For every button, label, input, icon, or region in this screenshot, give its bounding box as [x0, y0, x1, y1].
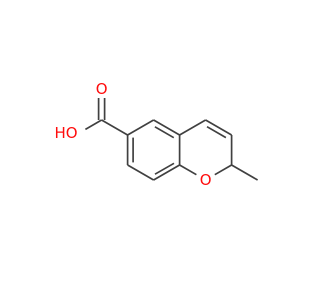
pyran-ring — [179, 119, 259, 181]
bond — [127, 119, 155, 136]
bond — [214, 164, 233, 176]
bond — [153, 164, 181, 181]
molecule-diagram: O O HO — [54, 80, 259, 189]
bond — [101, 119, 129, 136]
ring-oxygen-label: O — [200, 171, 212, 189]
benzene-ring — [126, 119, 181, 181]
methyl-bond — [231, 164, 259, 181]
double-bond-inner — [154, 162, 175, 175]
carbonyl-oxygen-label: O — [96, 80, 108, 98]
double-bond-inner — [154, 126, 175, 139]
bond — [153, 119, 181, 136]
bond — [179, 119, 207, 136]
bond — [84, 119, 103, 131]
carboxyl-group — [84, 98, 129, 136]
bond — [205, 119, 233, 136]
hydroxyl-label: HO — [54, 124, 77, 142]
bond — [127, 164, 155, 181]
bond — [179, 164, 197, 176]
double-bond-inner — [206, 125, 227, 139]
